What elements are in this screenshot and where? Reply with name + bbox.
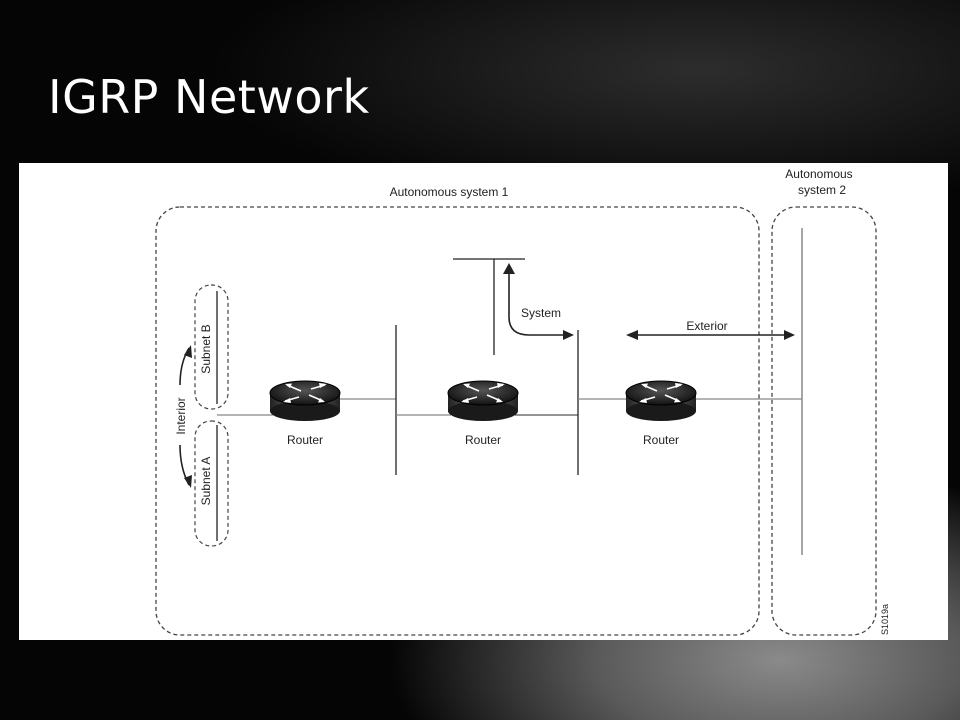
as1-label: Autonomous system 1 <box>390 185 509 199</box>
router-2-icon <box>447 380 519 422</box>
subnet-a-boundary <box>194 420 229 547</box>
as2-label-line1: Autonomous <box>785 167 852 181</box>
interior-label: Interior <box>174 397 188 434</box>
router-3-icon <box>625 380 697 422</box>
subnet-a-label: Subnet A <box>199 457 213 506</box>
as2-boundary <box>771 206 877 636</box>
slide-title: IGRP Network <box>48 70 370 124</box>
as2-label-line2: system 2 <box>798 183 846 197</box>
figure-id: S1019a <box>880 604 890 635</box>
diagram-panel: Autonomous system 1 Autonomous system 2 … <box>19 163 948 640</box>
system-label: System <box>521 306 561 320</box>
router-3-label: Router <box>643 433 679 447</box>
subnet-b-label: Subnet B <box>199 324 213 373</box>
router-2-label: Router <box>465 433 501 447</box>
as1-boundary <box>155 206 760 636</box>
exterior-label: Exterior <box>686 319 727 333</box>
router-1-label: Router <box>287 433 323 447</box>
subnet-b-boundary <box>194 284 229 410</box>
igrp-network-diagram: Autonomous system 1 Autonomous system 2 … <box>155 167 890 636</box>
router-1-icon <box>269 380 341 422</box>
system-arrow <box>508 273 564 336</box>
